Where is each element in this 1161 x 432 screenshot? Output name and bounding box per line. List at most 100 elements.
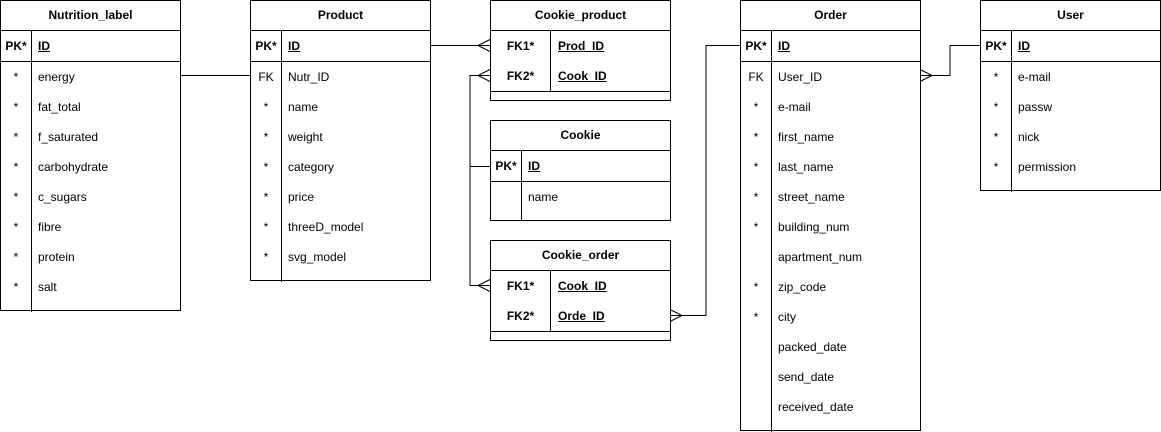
- attribute-row: * building_num: [741, 212, 920, 242]
- key-label: *: [753, 280, 759, 294]
- entity-title: Order: [741, 1, 920, 31]
- field-name: fibre: [38, 220, 62, 234]
- entity-product[interactable]: Product PK* ID FK Nutr_ID * name * weight *…: [250, 0, 431, 282]
- attribute-row: * fibre: [1, 212, 180, 242]
- key-label: PK*: [495, 159, 517, 173]
- field-name: apartment_num: [778, 250, 863, 264]
- relationship-cookie-cookie-order: [469, 166, 490, 286]
- field-name: ID: [778, 39, 790, 53]
- field-name: f_saturated: [38, 130, 99, 144]
- empty-section: [491, 331, 670, 342]
- attribute-row: *nick: [981, 122, 1160, 152]
- key-label: *: [753, 130, 759, 144]
- key-label: *: [263, 220, 269, 234]
- attribute-row: *carbohydrate: [1, 152, 180, 182]
- key-label: *: [993, 100, 999, 114]
- entity-title: Cookie_order: [491, 241, 670, 271]
- key-label: FK: [258, 70, 274, 84]
- entity-cookie-order[interactable]: Cookie_order FK1* Cook_ID FK2* Orde_ID: [490, 240, 671, 341]
- crow-foot-icon: [476, 279, 491, 292]
- pk-row: PK* ID: [981, 31, 1160, 62]
- field-name: name: [528, 190, 559, 204]
- field-name: received_date: [778, 400, 854, 414]
- key-label: *: [753, 220, 759, 234]
- attribute-row: * city: [741, 302, 920, 332]
- key-label: *: [263, 250, 269, 264]
- fk-row: FK1* Prod_ID: [491, 31, 670, 61]
- field-name: ID: [528, 159, 540, 173]
- entity-user[interactable]: User PK* ID *e-mail *passw *nick *permis…: [980, 0, 1161, 192]
- entity-cookie[interactable]: Cookie PK* ID name: [490, 120, 671, 221]
- pk-row: PK* ID: [491, 151, 670, 182]
- pk-row: PK* ID: [251, 31, 430, 62]
- field-name: User_ID: [778, 70, 823, 84]
- field-name: send_date: [778, 370, 835, 384]
- key-label: *: [13, 220, 19, 234]
- field-name: last_name: [778, 160, 834, 174]
- entity-title: Product: [251, 1, 430, 31]
- attribute-row: *permission: [981, 152, 1160, 182]
- field-name: Cook_ID: [558, 279, 607, 293]
- field-name: weight: [288, 130, 323, 144]
- attribute-row: * first_name: [741, 122, 920, 152]
- field-name: threeD_model: [288, 220, 364, 234]
- attribute-row: * passw: [981, 92, 1160, 122]
- key-label: FK2*: [506, 309, 535, 323]
- empty-section: [491, 91, 670, 102]
- key-label: *: [993, 70, 999, 84]
- field-name: Cook_ID: [558, 69, 607, 83]
- field-name: ID: [38, 39, 50, 53]
- crow-foot-icon: [669, 309, 684, 322]
- key-label: FK1*: [506, 39, 535, 53]
- field-name: carbohydrate: [38, 160, 109, 174]
- field-name: building_num: [778, 220, 850, 234]
- attribute-row: *protein: [1, 242, 180, 272]
- key-label: FK2*: [506, 69, 535, 83]
- pk-row: PK* ID: [741, 31, 920, 62]
- field-name: passw: [1018, 100, 1053, 114]
- attribute-row: *price: [251, 182, 430, 212]
- field-name: name: [288, 100, 319, 114]
- attribute-row: packed_date: [741, 332, 920, 362]
- key-label: PK*: [745, 39, 767, 53]
- attribute-row: * svg_model: [251, 242, 430, 272]
- attribute-row: * threeD_model: [251, 212, 430, 242]
- key-label: *: [13, 130, 19, 144]
- field-name: street_name: [778, 190, 845, 204]
- entity-title: Nutrition_label: [1, 1, 180, 31]
- entity-nutrition-label[interactable]: Nutrition_label PK* ID *energy *fat_tota…: [0, 0, 181, 312]
- field-name: packed_date: [778, 340, 847, 354]
- fk-row: FK2* Orde_ID: [491, 301, 670, 331]
- field-name: first_name: [778, 130, 835, 144]
- field-name: nick: [1018, 130, 1040, 144]
- attribute-row: *last_name: [741, 152, 920, 182]
- key-label: *: [753, 190, 759, 204]
- key-label: *: [753, 310, 759, 324]
- field-name: e-mail: [1018, 70, 1051, 84]
- attribute-row: *e-mail: [741, 92, 920, 122]
- field-name: fat_total: [38, 100, 81, 114]
- fk-row: FK1* Cook_ID: [491, 271, 670, 301]
- relationship-cookie-cookie-product: [469, 75, 490, 167]
- key-label: *: [993, 160, 999, 174]
- entity-cookie-product[interactable]: Cookie_product FK1* Prod_ID FK2* Cook_ID: [490, 0, 671, 101]
- crow-foot-icon: [476, 69, 491, 82]
- field-name: svg_model: [288, 250, 347, 264]
- field-name: Nutr_ID: [288, 70, 330, 84]
- key-label: *: [263, 190, 269, 204]
- attribute-row: *fat_total: [1, 92, 180, 122]
- attribute-row: send_date: [741, 362, 920, 392]
- attribute-row: *category: [251, 152, 430, 182]
- key-label: FK1*: [506, 279, 535, 293]
- key-label: *: [263, 100, 269, 114]
- field-name: salt: [38, 280, 57, 294]
- field-name: zip_code: [778, 280, 827, 294]
- field-name: city: [778, 310, 796, 324]
- relationship-order-cookie-order: [670, 45, 740, 316]
- field-name: e-mail: [778, 100, 811, 114]
- key-label: PK*: [255, 39, 277, 53]
- attribute-row: * name: [251, 92, 430, 122]
